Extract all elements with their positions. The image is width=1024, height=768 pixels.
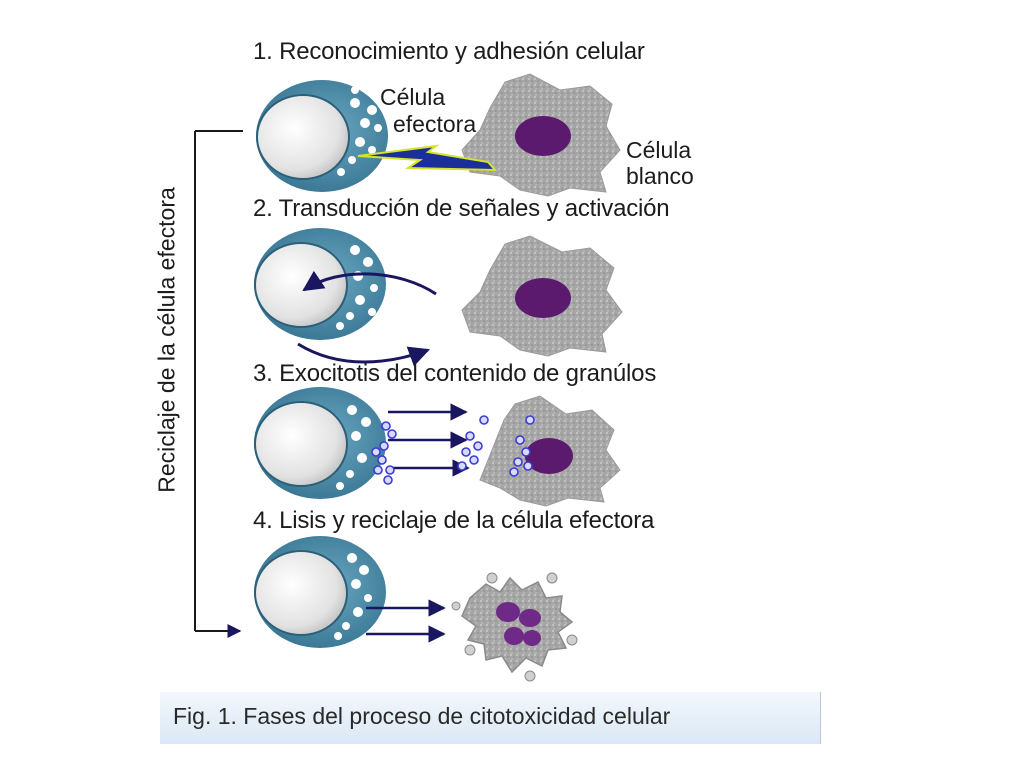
target-cell-2 bbox=[461, 235, 623, 357]
signal-arrows bbox=[297, 270, 437, 367]
target-cell-3 bbox=[479, 395, 621, 507]
step-3-title: 3. Exocitotis del contenido de granúlos bbox=[253, 360, 657, 387]
effector-label-line2: efectora bbox=[393, 111, 477, 137]
effector-cell-4 bbox=[254, 536, 386, 648]
caption-box bbox=[160, 692, 821, 744]
target-label-line2: blanco bbox=[626, 163, 694, 189]
lysis-arrows bbox=[366, 599, 446, 643]
lysed-target-cell bbox=[451, 572, 578, 682]
step-4-title: 4. Lisis y reciclaje de la célula efecto… bbox=[253, 507, 655, 534]
target-label-line1: Célula bbox=[626, 137, 692, 163]
recycle-bracket bbox=[194, 130, 243, 638]
effector-cell-1 bbox=[256, 80, 388, 192]
adhesion-bolt bbox=[357, 144, 498, 172]
recycle-side-label: Reciclaje de la célula efectora bbox=[153, 187, 180, 493]
target-cell-1 bbox=[461, 73, 621, 197]
effector-label-line1: Célula bbox=[380, 84, 446, 110]
figure-caption: Fig. 1. Fases del proceso de citotoxicid… bbox=[173, 703, 671, 729]
granules bbox=[371, 415, 535, 485]
effector-cell-3 bbox=[254, 387, 386, 499]
exocytosis-arrows bbox=[388, 403, 470, 477]
step-1-title: 1. Reconocimiento y adhesión celular bbox=[253, 38, 645, 65]
effector-cell-2 bbox=[254, 228, 386, 340]
step-2-title: 2. Transducción de señales y activación bbox=[253, 195, 670, 222]
